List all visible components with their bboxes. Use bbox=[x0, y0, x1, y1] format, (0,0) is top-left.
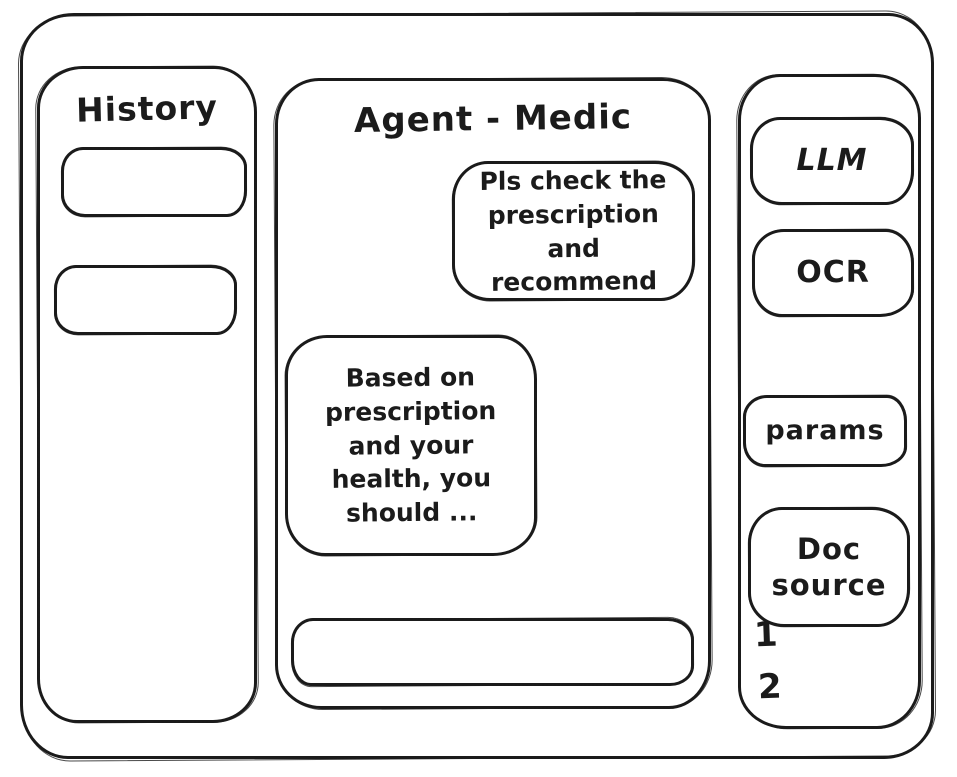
history-panel: History bbox=[37, 66, 257, 723]
history-item[interactable] bbox=[54, 265, 237, 335]
history-title: History bbox=[75, 87, 219, 130]
message-input[interactable] bbox=[291, 618, 694, 686]
doc-source-number-2: 2 bbox=[757, 666, 783, 708]
doc-source-button[interactable]: Doc source bbox=[748, 507, 910, 627]
chat-title: Agent - Medic bbox=[353, 97, 633, 141]
ocr-button[interactable]: OCR bbox=[752, 229, 914, 317]
user-message-bubble: Pls check the prescription and recommend bbox=[452, 161, 695, 301]
history-item[interactable] bbox=[61, 147, 247, 217]
tools-panel: LLM OCR params Doc source 1 2 bbox=[738, 74, 921, 729]
params-button[interactable]: params bbox=[743, 395, 907, 467]
assistant-message-text: Based on prescription and your health, y… bbox=[324, 362, 497, 528]
assistant-message-bubble: Based on prescription and your health, y… bbox=[285, 335, 537, 556]
chat-panel: Agent - Medic Pls check the prescription… bbox=[275, 78, 711, 709]
llm-button[interactable]: LLM bbox=[750, 117, 914, 205]
user-message-text: Pls check the prescription and recommend bbox=[479, 164, 667, 297]
outer-frame: History Agent - Medic Pls check the pres… bbox=[20, 13, 934, 759]
doc-source-number-1: 1 bbox=[753, 614, 779, 656]
